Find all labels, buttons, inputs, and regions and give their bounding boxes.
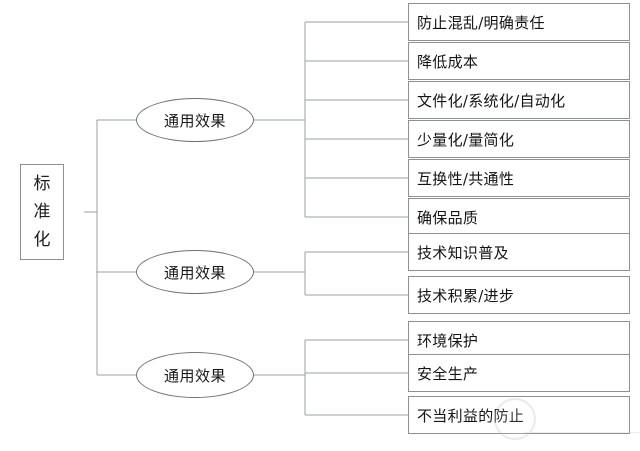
leaf-box-g3-3: 不当利益的防止 — [408, 396, 630, 434]
leaf-box-g2-2: 技术积累/进步 — [408, 276, 630, 314]
leaf-box-g3-1: 环境保护 — [408, 321, 630, 359]
root-char-2: 准 — [33, 202, 51, 222]
leaf-box-g1-6: 确保品质 — [408, 198, 630, 236]
root-char-1: 标 — [33, 174, 51, 194]
leaf-label-g3-2: 安全生产 — [417, 364, 479, 383]
root-node-standardization: 标 准 化 — [20, 164, 64, 260]
root-char-3: 化 — [33, 230, 51, 250]
group-node-2: 通用效果 — [136, 250, 254, 294]
leaf-label-g2-2: 技术积累/进步 — [417, 286, 515, 305]
group-node-1: 通用效果 — [136, 98, 254, 142]
leaf-label-g1-3: 文件化/系统化/自动化 — [417, 91, 566, 110]
leaf-label-g3-3: 不当利益的防止 — [417, 406, 525, 425]
group-node-1-label: 通用效果 — [163, 111, 226, 130]
leaf-box-g1-1: 防止混乱/明确责任 — [408, 3, 630, 41]
leaf-label-g1-5: 互换性/共通性 — [417, 169, 515, 188]
group-node-3-label: 通用效果 — [163, 366, 226, 385]
leaf-box-g1-5: 互换性/共通性 — [408, 159, 630, 197]
group-node-2-label: 通用效果 — [163, 263, 226, 282]
leaf-box-g2-1: 技术知识普及 — [408, 233, 630, 271]
leaf-label-g1-2: 降低成本 — [417, 52, 479, 71]
leaf-box-g1-3: 文件化/系统化/自动化 — [408, 81, 630, 119]
leaf-label-g3-1: 环境保护 — [417, 331, 479, 350]
leaf-box-g1-4: 少量化/量简化 — [408, 120, 630, 158]
leaf-label-g2-1: 技术知识普及 — [417, 243, 509, 262]
leaf-box-g3-2: 安全生产 — [408, 354, 630, 392]
leaf-label-g1-6: 确保品质 — [417, 208, 479, 227]
leaf-label-g1-1: 防止混乱/明确责任 — [417, 13, 545, 32]
leaf-label-g1-4: 少量化/量简化 — [417, 130, 515, 149]
group-node-3: 通用效果 — [136, 352, 254, 398]
leaf-box-g1-2: 降低成本 — [408, 42, 630, 80]
